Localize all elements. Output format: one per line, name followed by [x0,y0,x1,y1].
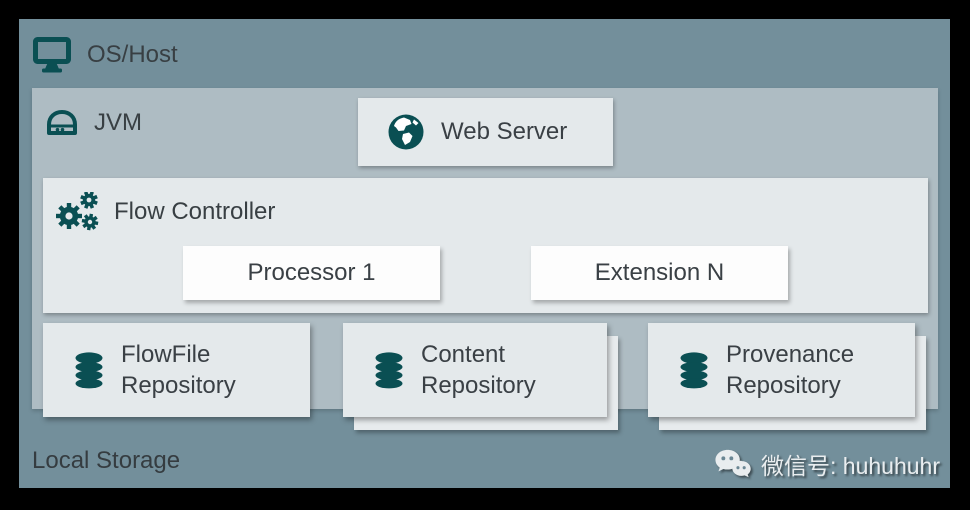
extension-label: Extension N [594,259,725,286]
flowfile-repository-label: FlowFile Repository [121,339,236,401]
os-host-label: OS/Host [87,40,178,68]
repo-label-line1: Provenance [726,341,855,368]
wechat-icon [714,448,751,480]
content-repository-label: Content Repository [421,339,536,401]
flowfile-repository-box: FlowFile Repository [43,323,310,417]
os-host-box: OS/Host JVM [19,19,950,488]
repo-label-line2: Repository [421,372,536,399]
flow-controller-label: Flow Controller [114,198,276,225]
drive-icon [46,108,78,137]
gears-icon [56,192,100,232]
flow-controller-header: Flow Controller [56,192,275,232]
web-server-box: Web Server [358,98,613,166]
content-repository-box: Content Repository [343,323,607,417]
database-icon [74,351,104,389]
provenance-repository-label: Provenance Repository [726,339,854,401]
database-icon [374,351,404,389]
repo-label-line1: Content [421,341,506,368]
repo-label-line2: Repository [726,372,841,399]
jvm-header: JVM [46,108,142,137]
local-storage-label: Local Storage [32,447,181,474]
watermark: 微信号: huhuhuhr [714,447,940,481]
database-icon [679,351,709,389]
processor-label: Processor 1 [247,259,376,286]
watermark-text: 微信号: huhuhuhr [761,453,940,479]
monitor-icon [32,36,72,73]
repo-label-line2: Repository [121,372,236,399]
processor-box: Processor 1 [183,246,440,300]
provenance-repository-box: Provenance Repository [648,323,915,417]
web-server-label: Web Server [441,118,568,145]
os-host-header: OS/Host [32,36,178,73]
flow-controller-box: Flow Controller Processor 1 Extension N [43,178,928,313]
jvm-label: JVM [94,108,142,136]
repo-label-line1: FlowFile [121,341,211,368]
globe-icon [387,113,425,151]
extension-box: Extension N [531,246,788,300]
